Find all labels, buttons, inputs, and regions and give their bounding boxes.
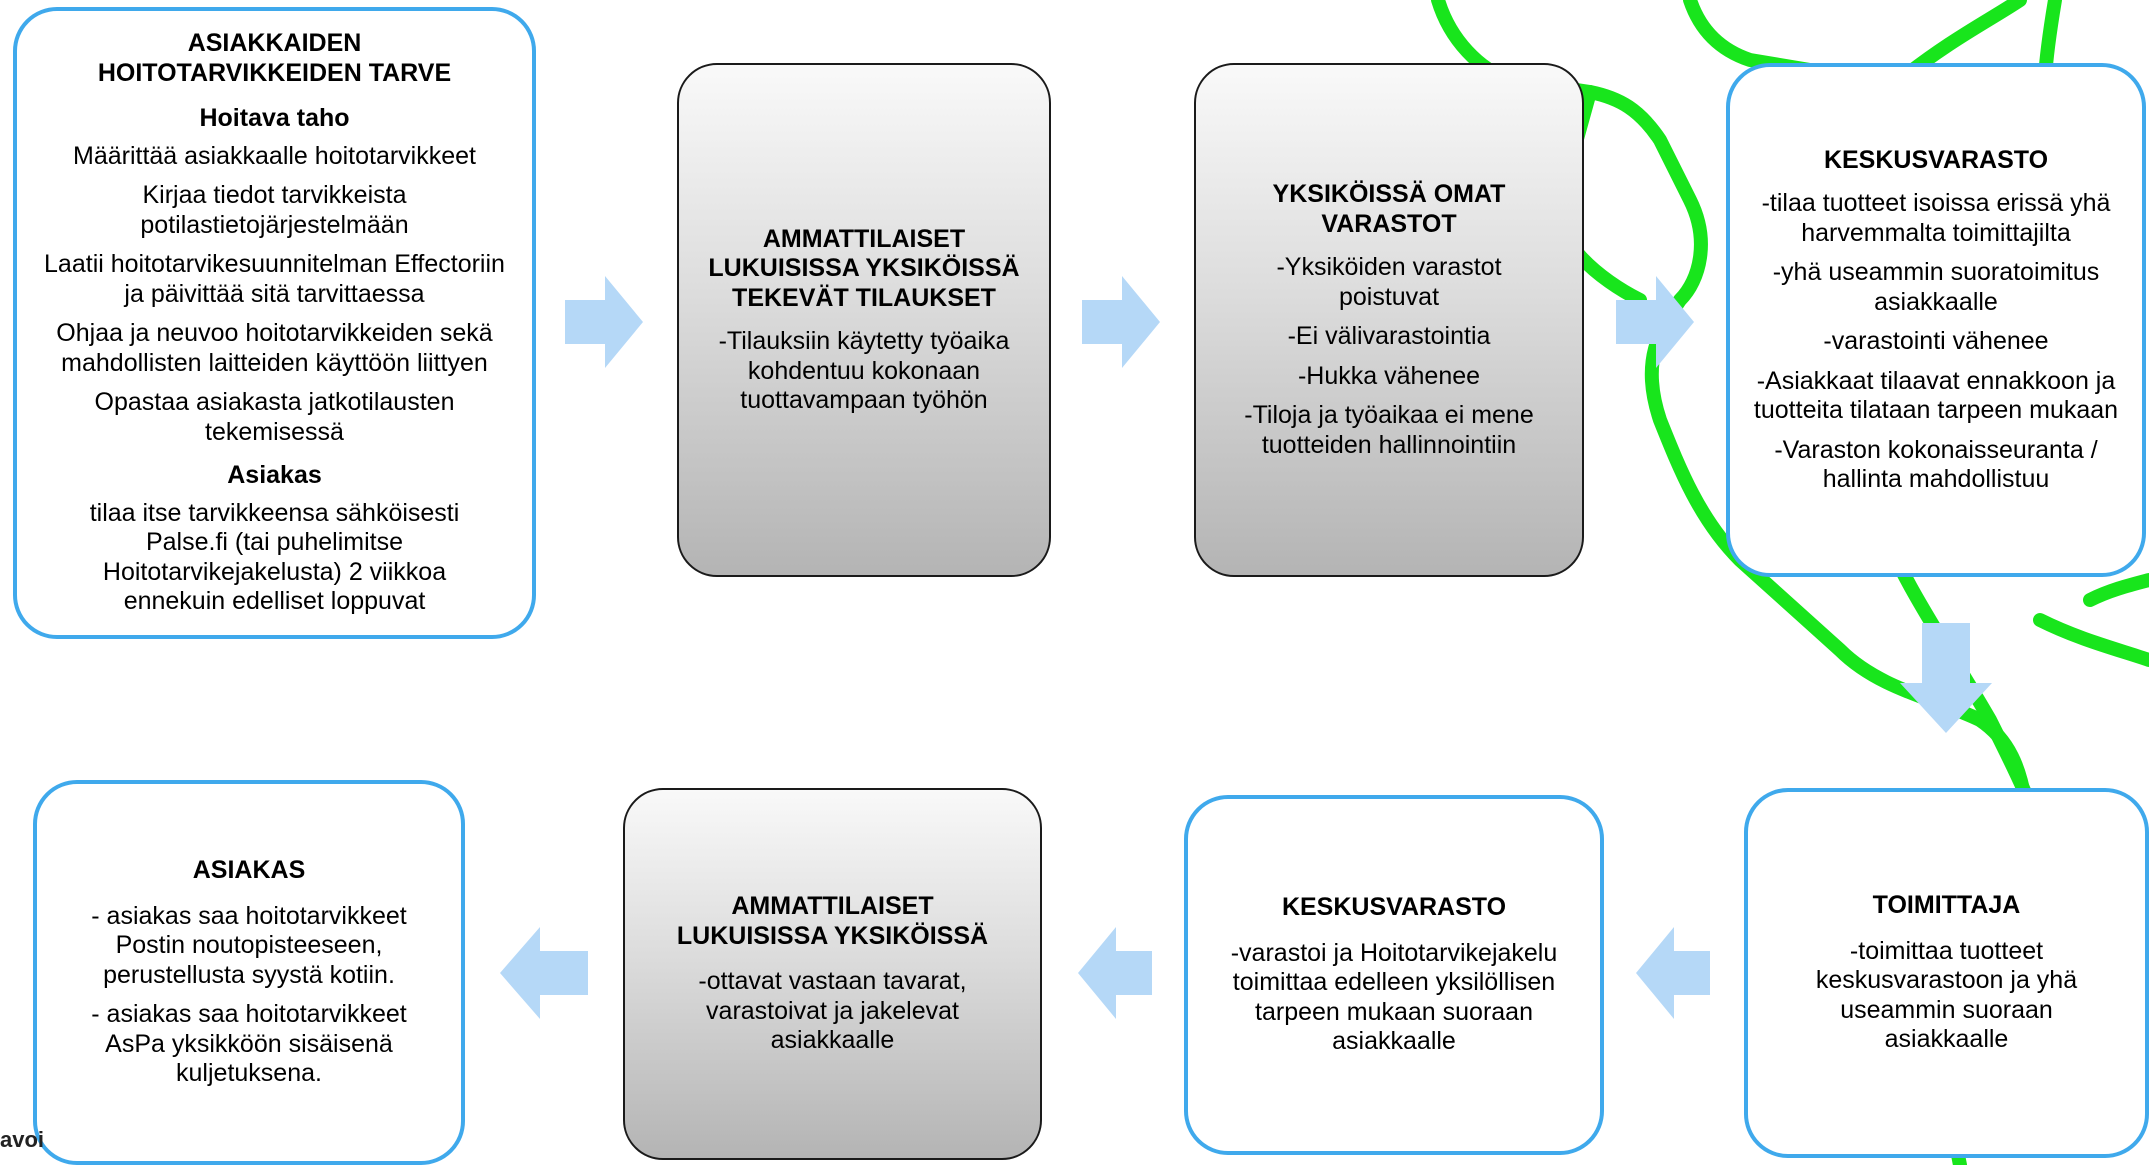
box-line: -Tiloja ja työaikaa ei mene tuotteiden h… — [1244, 401, 1534, 459]
box-line: -Asiakkaat tilaavat ennakkoon ja tuottei… — [1753, 366, 2119, 425]
box-title: KESKUSVARASTO — [1281, 893, 1507, 922]
footer-logo-text: avoi — [0, 1127, 45, 1152]
box-title: KESKUSVARASTO — [1823, 145, 2049, 174]
box-line: Kirjaa tiedot tarvikkeista potilastietoj… — [140, 181, 409, 239]
arrow-left-icon — [1636, 927, 1710, 1019]
box-subtitle: Asiakas — [227, 461, 322, 490]
box-customer-needs: ASIAKKAIDEN HOITOTARVIKKEIDEN TARVE Hoit… — [13, 7, 536, 639]
box-supplier: TOIMITTAJA -toimittaa tuotteet keskusvar… — [1744, 788, 2149, 1158]
box-title: AMMATTILAISET LUKUISISSA YKSIKÖISSÄ — [676, 892, 989, 950]
box-unit-warehouses: YKSIKÖISSÄ OMAT VARASTOT -Yksiköiden var… — [1194, 63, 1584, 577]
box-line: -yhä useammin suoratoimitus asiakkaalle — [1772, 258, 2100, 316]
box-title: YKSIKÖISSÄ OMAT VARASTOT — [1272, 180, 1506, 238]
box-professionals-receiving: AMMATTILAISET LUKUISISSA YKSIKÖISSÄ -ott… — [623, 788, 1042, 1160]
box-line: -Yksiköiden varastot poistuvat — [1276, 253, 1502, 311]
box-line: - asiakas saa hoitotarvikkeet AsPa yksik… — [91, 1000, 407, 1088]
arrow-left-icon — [1078, 927, 1152, 1019]
box-central-warehouse-bottom: KESKUSVARASTO -varastoi ja Hoitotarvikej… — [1184, 795, 1604, 1155]
box-subtitle: Hoitava taho — [199, 104, 350, 133]
arrow-right-icon — [1616, 276, 1694, 368]
box-line: -ottavat vastaan tavarat, varastoivat ja… — [698, 967, 967, 1055]
box-line: -varastoi ja Hoitotarvikejakelu toimitta… — [1230, 938, 1558, 1056]
box-title: ASIAKAS — [192, 856, 306, 885]
box-title: AMMATTILAISET LUKUISISSA YKSIKÖISSÄ TEKE… — [708, 224, 1020, 312]
arrow-right-icon — [1082, 276, 1160, 368]
box-line: -tilaa tuotteet isoissa erissä yhä harve… — [1761, 189, 2111, 247]
box-line: -toimittaa tuotteet keskusvarastoon ja y… — [1815, 936, 2078, 1054]
box-line: -Hukka vähenee — [1297, 361, 1481, 390]
box-line: -Tilauksiin käytetty työaika kohdentuu k… — [718, 327, 1010, 414]
box-line: Määrittää asiakkaalle hoitotarvikkeet — [73, 141, 476, 170]
box-line: -Varaston kokonaisseuranta / hallinta ma… — [1774, 435, 2098, 494]
box-line: Laatii hoitotarvikesuunnitelman Effector… — [44, 250, 505, 308]
box-line: Opastaa asiakasta jatkotilausten tekemis… — [94, 388, 455, 446]
arrow-right-icon — [565, 276, 643, 368]
box-title: TOIMITTAJA — [1872, 891, 2021, 920]
box-line: Ohjaa ja neuvoo hoitotarvikkeiden sekä m… — [56, 319, 493, 377]
box-line: -varastointi vähenee — [1823, 327, 2049, 355]
box-line: tilaa itse tarvikkeensa sähköisesti Pals… — [89, 498, 460, 616]
arrow-down-icon — [1900, 623, 1992, 733]
box-customer: ASIAKAS - asiakas saa hoitotarvikkeet Po… — [33, 780, 465, 1165]
box-line: - asiakas saa hoitotarvikkeet Postin nou… — [91, 901, 407, 989]
box-title: ASIAKKAIDEN HOITOTARVIKKEIDEN TARVE — [97, 29, 452, 87]
box-line: -Ei välivarastointia — [1287, 322, 1491, 350]
box-professionals-ordering: AMMATTILAISET LUKUISISSA YKSIKÖISSÄ TEKE… — [677, 63, 1051, 577]
box-central-warehouse-top: KESKUSVARASTO -tilaa tuotteet isoissa er… — [1726, 63, 2146, 577]
arrow-left-icon — [500, 927, 588, 1019]
